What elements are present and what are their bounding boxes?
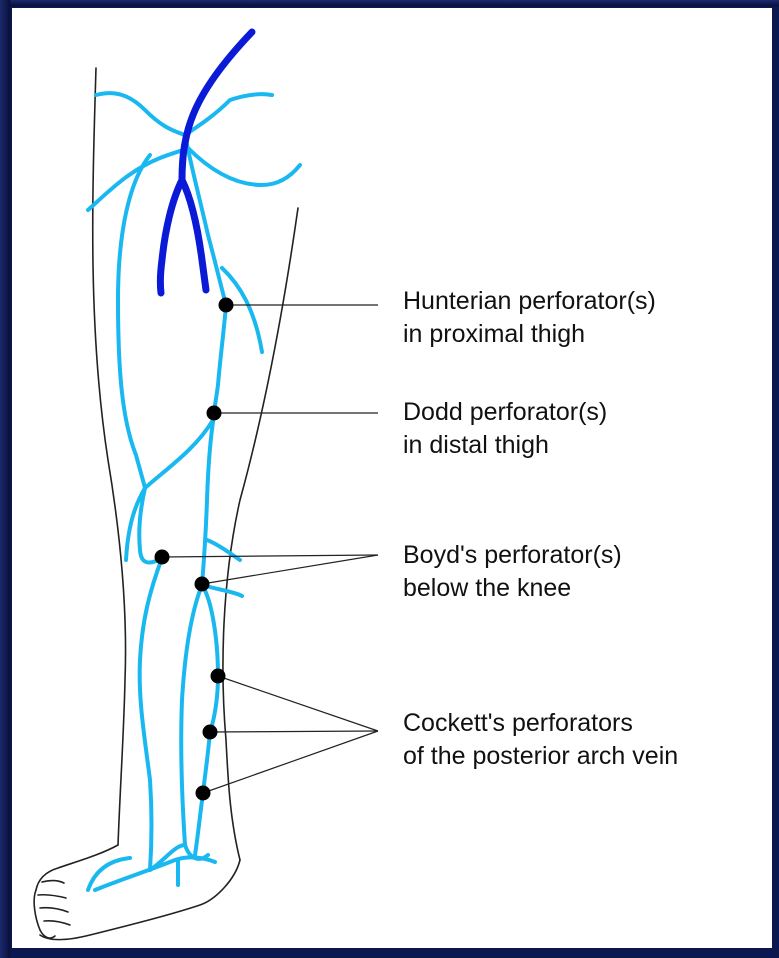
hunterian-label-line2: in proximal thigh	[403, 318, 656, 351]
cockett-perforator-dot-1	[211, 669, 226, 684]
boyd-perforator-dot-2	[195, 577, 210, 592]
dodd-perforator-dot	[207, 406, 222, 421]
leader-boyd-1	[162, 555, 378, 557]
cockett-perforator-dot-3	[196, 786, 211, 801]
dodd-label: Dodd perforator(s) in distal thigh	[403, 396, 607, 462]
boyd-label: Boyd's perforator(s) below the knee	[403, 539, 622, 605]
boyd-label-line2: below the knee	[403, 572, 622, 605]
hunterian-label-line1: Hunterian perforator(s)	[403, 285, 656, 318]
cockett-label: Cockett's perforators of the posterior a…	[403, 707, 678, 773]
leader-lines	[162, 305, 378, 793]
cockett-label-line2: of the posterior arch vein	[403, 740, 678, 773]
hunterian-perforator-dot	[219, 298, 234, 313]
cockett-perforator-dot-2	[203, 725, 218, 740]
dodd-label-line1: Dodd perforator(s)	[403, 396, 607, 429]
hunterian-label: Hunterian perforator(s) in proximal thig…	[403, 285, 656, 351]
dodd-label-line2: in distal thigh	[403, 429, 607, 462]
leader-cockett-1	[218, 676, 378, 731]
leg-outline	[34, 68, 298, 940]
boyd-label-line1: Boyd's perforator(s)	[403, 539, 622, 572]
leader-cockett-3	[203, 731, 378, 793]
cockett-label-line1: Cockett's perforators	[403, 707, 678, 740]
boyd-perforator-dot-1	[155, 550, 170, 565]
leader-cockett-2	[210, 731, 378, 732]
